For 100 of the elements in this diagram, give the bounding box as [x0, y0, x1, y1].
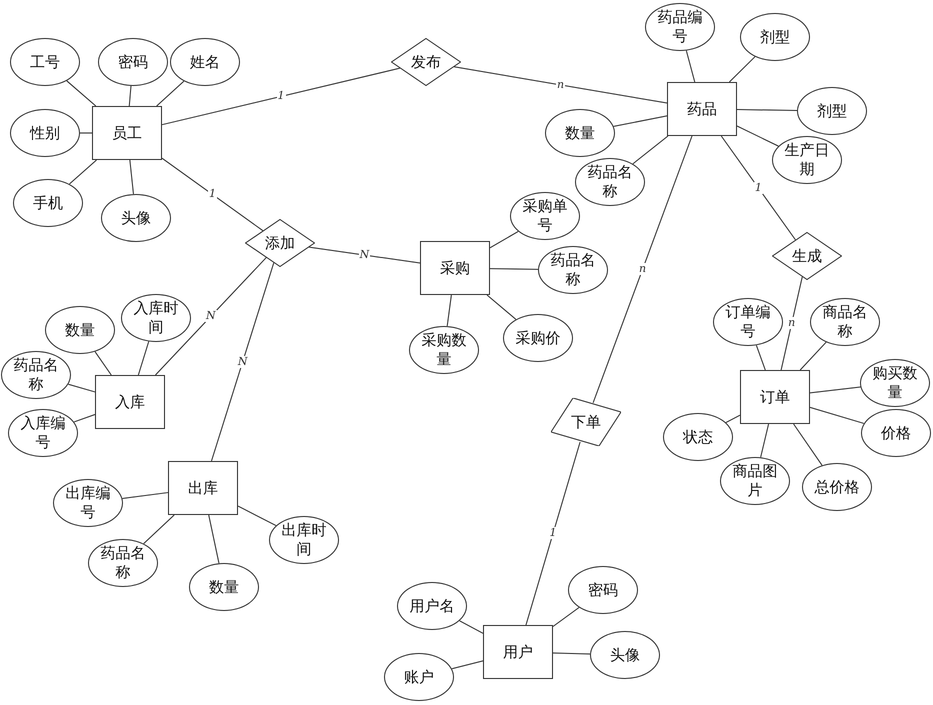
connector-line	[154, 257, 267, 376]
attribute-ellipse	[772, 136, 842, 184]
node-label: 生产日期	[784, 141, 830, 179]
cardinality-label: N	[205, 310, 217, 322]
node-label: 发布	[411, 52, 441, 72]
cardinality-label: N	[358, 249, 370, 262]
connector-line	[162, 158, 264, 232]
connector-line	[459, 620, 484, 634]
entity-box	[95, 375, 165, 429]
cardinality-label: n	[638, 263, 648, 276]
connector-line	[760, 424, 770, 458]
node-label: 出库编号	[64, 484, 112, 522]
connector-line	[525, 441, 581, 626]
relationship-diamond	[391, 38, 461, 86]
entity-box	[168, 461, 238, 515]
connector-line	[490, 268, 538, 270]
node-label: 状态	[683, 428, 713, 446]
node-label: 密码	[118, 52, 148, 72]
connector-line	[451, 660, 484, 670]
node-label: 出库	[188, 478, 218, 498]
attribute-ellipse	[663, 413, 733, 461]
connector-line	[143, 514, 175, 544]
node-label: 药品名称	[586, 163, 634, 201]
connector-line	[756, 344, 766, 370]
connector-line	[552, 606, 580, 627]
connector-line	[210, 262, 274, 462]
node-label: 数量	[65, 320, 95, 340]
node-label: 手机	[33, 194, 63, 212]
connector-line	[686, 50, 696, 82]
attribute-ellipse	[397, 582, 467, 630]
relationship-diamond	[245, 219, 315, 267]
attribute-ellipse	[1, 351, 71, 399]
node-label: 订单	[760, 388, 790, 406]
node-label: 用户	[503, 642, 533, 662]
node-label: 头像	[610, 646, 640, 664]
connector-line	[80, 132, 92, 134]
connector-line	[94, 351, 112, 376]
node-label: 采购单号	[522, 197, 568, 235]
node-label: 采购数量	[420, 331, 468, 369]
node-label: 药品	[687, 100, 717, 118]
connector-line	[793, 424, 823, 466]
node-label: 商品名称	[822, 303, 868, 341]
connector-line	[632, 136, 668, 164]
cardinality-label: n	[787, 317, 796, 330]
node-label: 数量	[209, 578, 239, 596]
connector-line	[736, 109, 798, 111]
connector-line	[810, 386, 861, 394]
node-label: 价格	[881, 424, 911, 442]
cardinality-label: 1	[208, 188, 217, 200]
attribute-ellipse	[269, 516, 339, 564]
node-label: 药品编号	[656, 8, 704, 46]
connector-line	[122, 492, 168, 500]
node-label: 密码	[588, 580, 618, 600]
entity-box	[667, 82, 737, 136]
node-label: 采购价	[516, 328, 560, 348]
connector-line	[592, 136, 692, 404]
connector-line	[720, 136, 796, 240]
connector-line	[446, 294, 452, 327]
relationship-diamond	[772, 232, 842, 280]
connector-line	[74, 414, 96, 422]
connector-line	[162, 68, 400, 126]
connector-line	[810, 406, 864, 424]
attribute-ellipse	[121, 294, 191, 342]
connector-line	[138, 340, 150, 376]
connector-line	[454, 66, 668, 104]
connector-line	[780, 276, 803, 370]
node-label: 下单	[571, 412, 601, 432]
node-label: 剂型	[760, 28, 790, 46]
node-label: 出库时间	[280, 521, 328, 559]
entity-box	[420, 241, 490, 295]
node-label: 头像	[121, 208, 151, 228]
connector-line	[238, 506, 276, 526]
node-label: 购买数量	[872, 364, 918, 402]
node-label: 用户名	[410, 596, 454, 616]
attribute-ellipse	[510, 192, 580, 240]
connector-line	[552, 652, 591, 655]
attribute-ellipse	[575, 158, 645, 206]
node-label: 入库	[115, 392, 145, 412]
connector-line	[800, 342, 827, 370]
connector-line	[725, 414, 740, 423]
relationship-diamond	[551, 398, 621, 446]
connector-line	[128, 85, 132, 106]
connector-line	[129, 160, 134, 195]
cardinality-label: N	[236, 356, 248, 368]
connector-line	[68, 384, 96, 392]
node-label: 员工	[112, 124, 142, 142]
node-label: 添加	[265, 234, 295, 252]
node-label: 药品名称	[12, 356, 60, 394]
cardinality-label: 1	[754, 182, 763, 194]
cardinality-label: 1	[548, 527, 558, 540]
attribute-ellipse	[8, 409, 78, 457]
connector-line	[308, 246, 420, 264]
node-label: 数量	[565, 124, 595, 142]
node-label: 性别	[30, 124, 60, 142]
connector-line	[728, 56, 756, 82]
node-label: 生成	[792, 246, 822, 266]
connector-line	[156, 80, 184, 106]
connector-line	[490, 230, 519, 248]
node-label: 商品图片	[732, 462, 778, 500]
connector-line	[66, 80, 96, 106]
